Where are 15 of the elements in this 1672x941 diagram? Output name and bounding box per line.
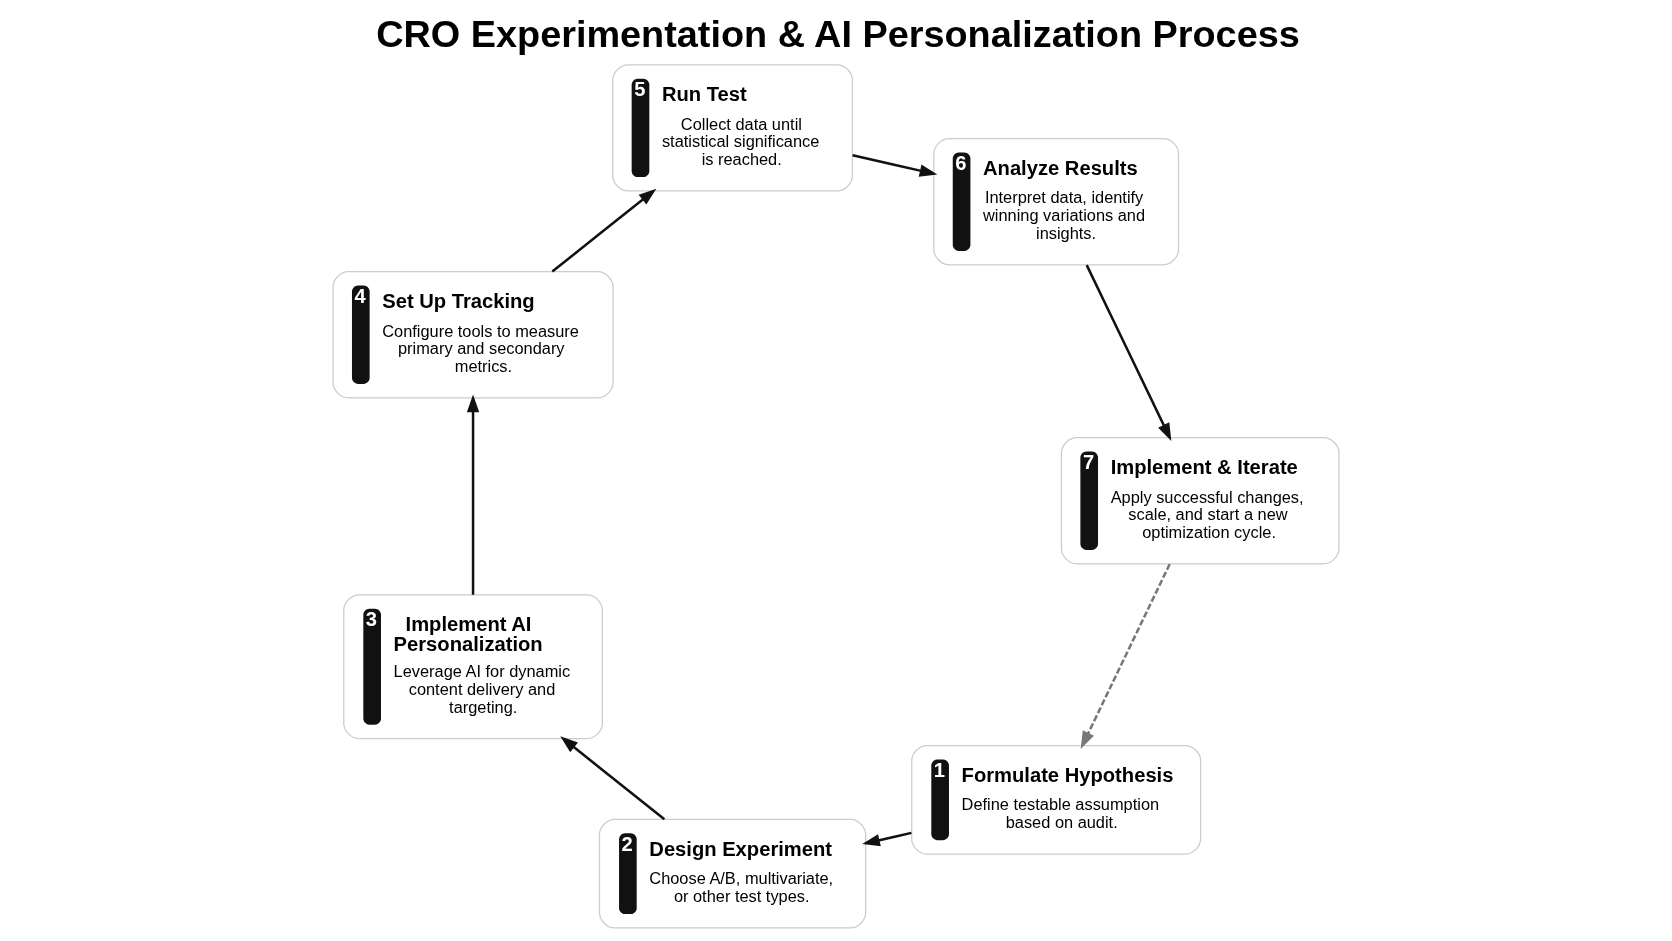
- arrow: [1080, 563, 1171, 749]
- arrow: [551, 188, 657, 273]
- node-box: 3 Implement AI Personalization Leverage AI for dynamic content delivery and targeting.: [343, 594, 603, 740]
- arrow: [466, 394, 480, 595]
- diagram-title: CRO Experimentation & AI Personalization Process: [376, 13, 1300, 56]
- node-box: 5 Run Test Collect data until statistical significance is reached.: [612, 64, 854, 192]
- node-box: 4 Set Up Tracking Configure tools to measure primary and secondary metrics.: [332, 271, 614, 399]
- arrow: [560, 736, 666, 821]
- node-box: 7 Implement & Iterate Apply successful changes, scale, and start a new optimization cycle.: [1060, 437, 1340, 565]
- arrow: [1085, 264, 1172, 441]
- node-box: 1 Formulate Hypothesis Define testable assumption based on audit.: [911, 744, 1202, 855]
- node-box: 2 Design Experiment Choose A/B, multivariate, or other test types.: [598, 818, 867, 929]
- arrow: [852, 154, 938, 177]
- node-box: 6 Analyze Results Interpret data, identify winning variations and insights.: [933, 138, 1180, 266]
- arrow: [862, 831, 912, 847]
